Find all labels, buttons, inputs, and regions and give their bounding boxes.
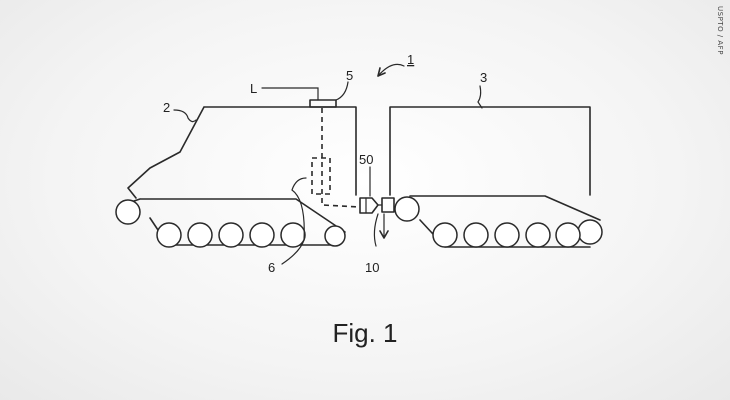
leader-5 [335, 81, 349, 101]
roof-unit [309, 99, 337, 108]
internal-unit-6 [311, 157, 331, 195]
image-credit: USPTO / AFP [716, 6, 724, 55]
dashed-conduit [321, 108, 361, 208]
label-10: 10 [365, 260, 379, 275]
label-50: 50 [359, 152, 373, 167]
label-1: 1 [407, 52, 414, 67]
leader-L [261, 87, 319, 101]
leader-3 [477, 85, 483, 109]
label-L: L [250, 81, 257, 96]
lead-vehicle-track [115, 198, 346, 248]
lead-vehicle-body [127, 106, 357, 199]
label-5: 5 [346, 68, 353, 83]
trailing-vehicle-track [394, 195, 603, 248]
leader-1 [377, 63, 405, 77]
label-6: 6 [268, 260, 275, 275]
leader-2 [173, 109, 197, 123]
leader-6 [281, 177, 307, 265]
coupling-device [359, 197, 395, 239]
leader-10 [373, 213, 379, 247]
figure-caption: Fig. 1 [332, 318, 398, 348]
label-3: 3 [480, 70, 487, 85]
leader-1-arrow [377, 67, 386, 77]
label-2: 2 [163, 100, 170, 115]
trailing-vehicle-body [389, 106, 591, 196]
